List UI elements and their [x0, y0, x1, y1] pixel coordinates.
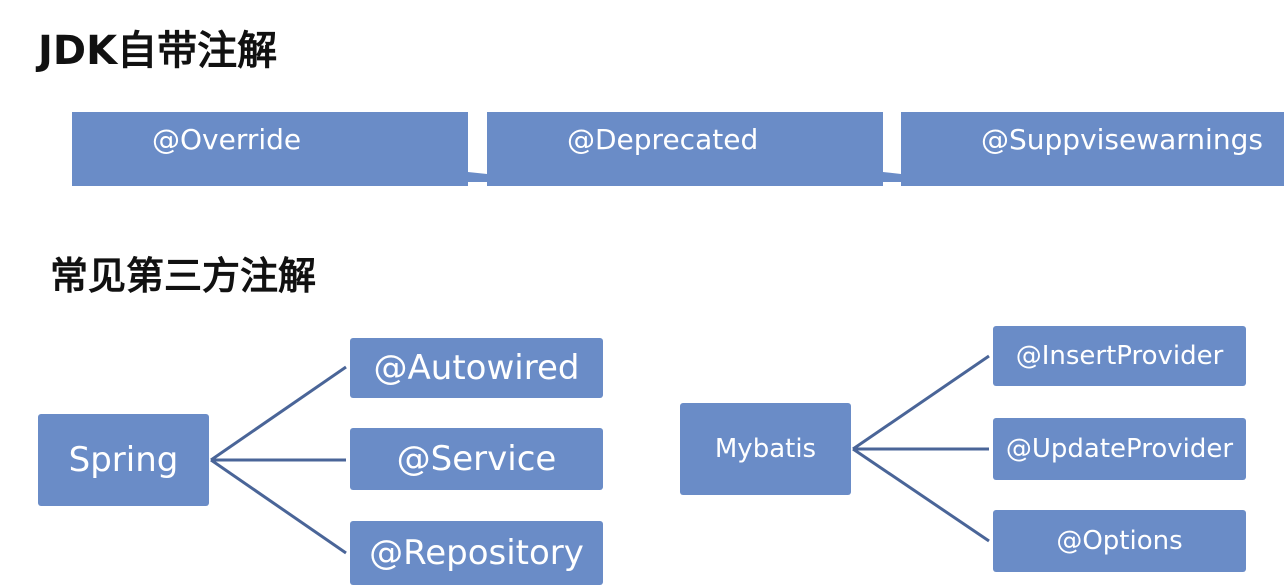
spring-edge-repository: [210, 458, 347, 555]
third-party-section-title: 常见第三方注解: [50, 254, 317, 298]
mybatis-child-updateprovider: @UpdateProvider: [993, 418, 1246, 480]
spring-edge-autowired: [210, 365, 347, 462]
jdk-annotation-override: @Override: [72, 112, 468, 186]
spring-child-service: @Service: [350, 428, 603, 490]
mybatis-edge-options: [852, 447, 990, 543]
spring-child-autowired: @Autowired: [350, 338, 603, 398]
spring-child-repository: @Repository: [350, 521, 603, 585]
jdk-section-title: JDK自带注解: [38, 28, 278, 74]
mybatis-root-node: Mybatis: [680, 403, 851, 495]
mybatis-child-insertprovider: @InsertProvider: [993, 326, 1246, 386]
jdk-annotation-suppresswarnings: @Suppvisewarnings: [901, 112, 1284, 186]
jdk-annotation-deprecated: @Deprecated: [487, 112, 883, 186]
spring-root-node: Spring: [38, 414, 209, 506]
mybatis-edge-insert: [852, 354, 990, 451]
mybatis-child-options: @Options: [993, 510, 1246, 572]
